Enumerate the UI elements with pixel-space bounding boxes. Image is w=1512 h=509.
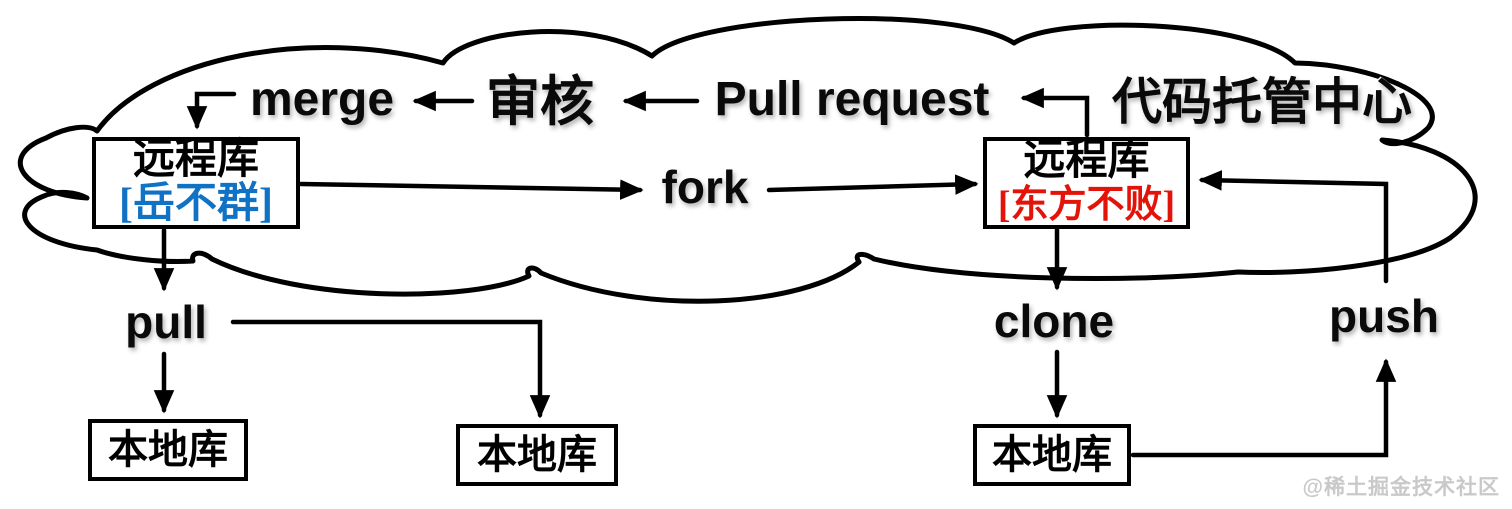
arrow-remoteleft-to-fork [298, 179, 644, 200]
remote-repo-right-owner: [东方不败] [997, 183, 1176, 226]
local-repo-left-box: 本地库 [88, 419, 248, 481]
label-fork: fork [661, 161, 749, 213]
label-review: 审核 [486, 72, 594, 132]
watermark-text: @稀土掘金技术社区 [1302, 476, 1500, 499]
remote-repo-right-title: 远程库 [1023, 138, 1150, 185]
local-repo-right-title: 本地库 [992, 432, 1112, 477]
arrow-pull-to-local-middle [230, 319, 551, 419]
local-repo-middle-title: 本地库 [477, 432, 597, 477]
local-repo-left-title: 本地库 [108, 427, 228, 472]
label-pull: pull [125, 296, 207, 348]
arrow-fork-to-remoteright [766, 174, 979, 195]
remote-repo-left-box: 远程库 [岳不群] [92, 137, 300, 229]
remote-repo-left-owner: [岳不群] [119, 180, 273, 227]
arrow-local-right-to-push [1130, 358, 1397, 458]
arrow-remoteright-to-pullrequest [1020, 87, 1090, 138]
label-merge: merge [249, 73, 395, 126]
label-pull-request: Pull request [714, 73, 990, 126]
local-repo-middle-box: 本地库 [456, 424, 618, 486]
remote-repo-right-box: 远程库 [东方不败] [983, 137, 1190, 229]
arrow-push-to-remoteright [1198, 170, 1389, 284]
label-code-hosting-center: 代码托管中心 [1112, 74, 1412, 130]
label-clone: clone [993, 295, 1115, 347]
cloud-outline [17, 16, 1478, 304]
label-push: push [1329, 290, 1439, 342]
local-repo-right-box: 本地库 [973, 424, 1131, 486]
remote-repo-left-title: 远程库 [132, 137, 259, 184]
arrow-merge-to-remoteleft [186, 91, 237, 130]
